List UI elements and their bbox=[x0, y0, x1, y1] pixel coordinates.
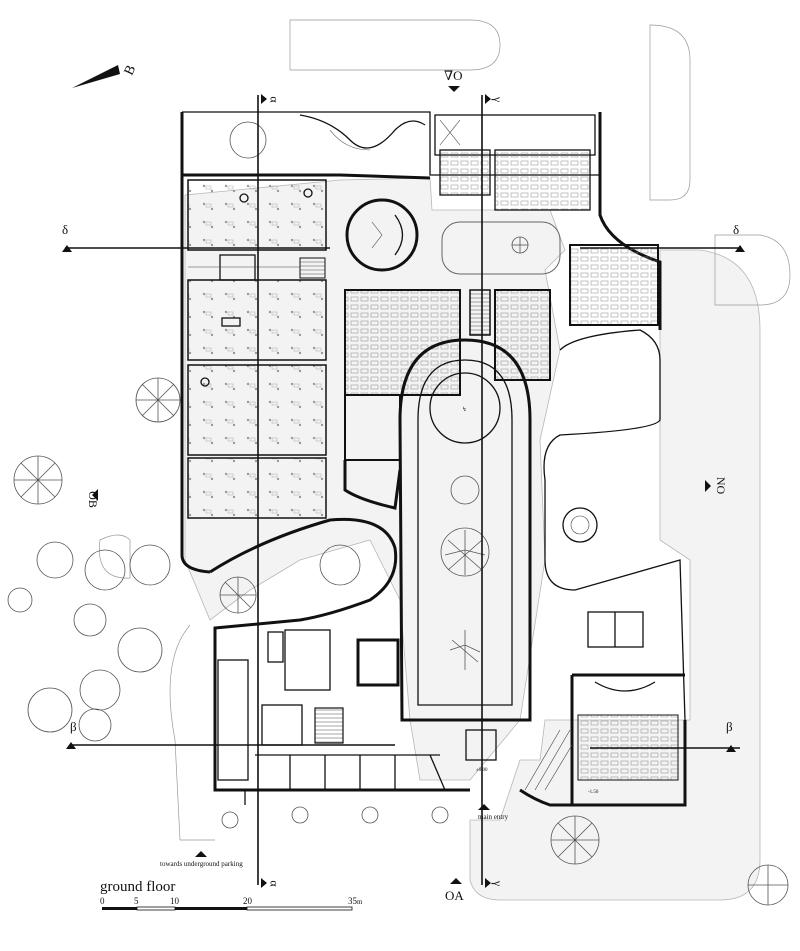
section-alpha-top: α bbox=[267, 96, 282, 103]
scale-tick-10: 10 bbox=[170, 896, 179, 906]
section-alpha-bottom: α bbox=[267, 880, 282, 887]
section-delta-right: δ bbox=[733, 222, 740, 237]
section-lines bbox=[65, 95, 740, 885]
view-marker-top: ∇O bbox=[444, 68, 463, 83]
courtyard-planter bbox=[441, 221, 561, 275]
vegetation bbox=[7, 121, 789, 906]
section-delta-left: δ bbox=[62, 222, 69, 237]
section-gamma-top: γ bbox=[491, 96, 506, 103]
level-label-entry: ±0.00 bbox=[476, 768, 488, 773]
svg-text:↯: ↯ bbox=[462, 406, 467, 413]
section-beta-left: β bbox=[70, 719, 77, 734]
southwest-block bbox=[217, 629, 446, 791]
scale-tick-0: 0 bbox=[100, 896, 105, 906]
round-room bbox=[345, 198, 419, 272]
scale-tick-35-value: 35 bbox=[348, 896, 357, 906]
west-wing bbox=[187, 179, 327, 519]
scale-unit: m bbox=[357, 898, 363, 906]
level-label-auditorium: -1.50 bbox=[588, 790, 599, 795]
view-marker-left: OB bbox=[85, 491, 100, 508]
view-marker-bottom: OA bbox=[445, 888, 464, 903]
scale-bar bbox=[102, 906, 353, 911]
scale-tick-35: 35m bbox=[348, 896, 362, 906]
section-arrowheads bbox=[62, 86, 745, 888]
north-arrow-label: B bbox=[122, 63, 140, 78]
scale-tick-5: 5 bbox=[134, 896, 139, 906]
parking-label: towards underground parking bbox=[160, 860, 243, 868]
plan-title: ground floor bbox=[100, 879, 176, 895]
east-classroom bbox=[569, 244, 659, 326]
scale-tick-20: 20 bbox=[243, 896, 252, 906]
central-atrium: ↯ bbox=[398, 338, 532, 761]
section-beta-right: β bbox=[726, 719, 733, 734]
section-gamma-bottom: γ bbox=[491, 880, 506, 887]
atrium-trees bbox=[440, 475, 490, 670]
north-arrow: B bbox=[72, 63, 139, 88]
main-entry-label: main entry bbox=[478, 813, 509, 821]
view-marker-right: NO bbox=[714, 476, 729, 495]
